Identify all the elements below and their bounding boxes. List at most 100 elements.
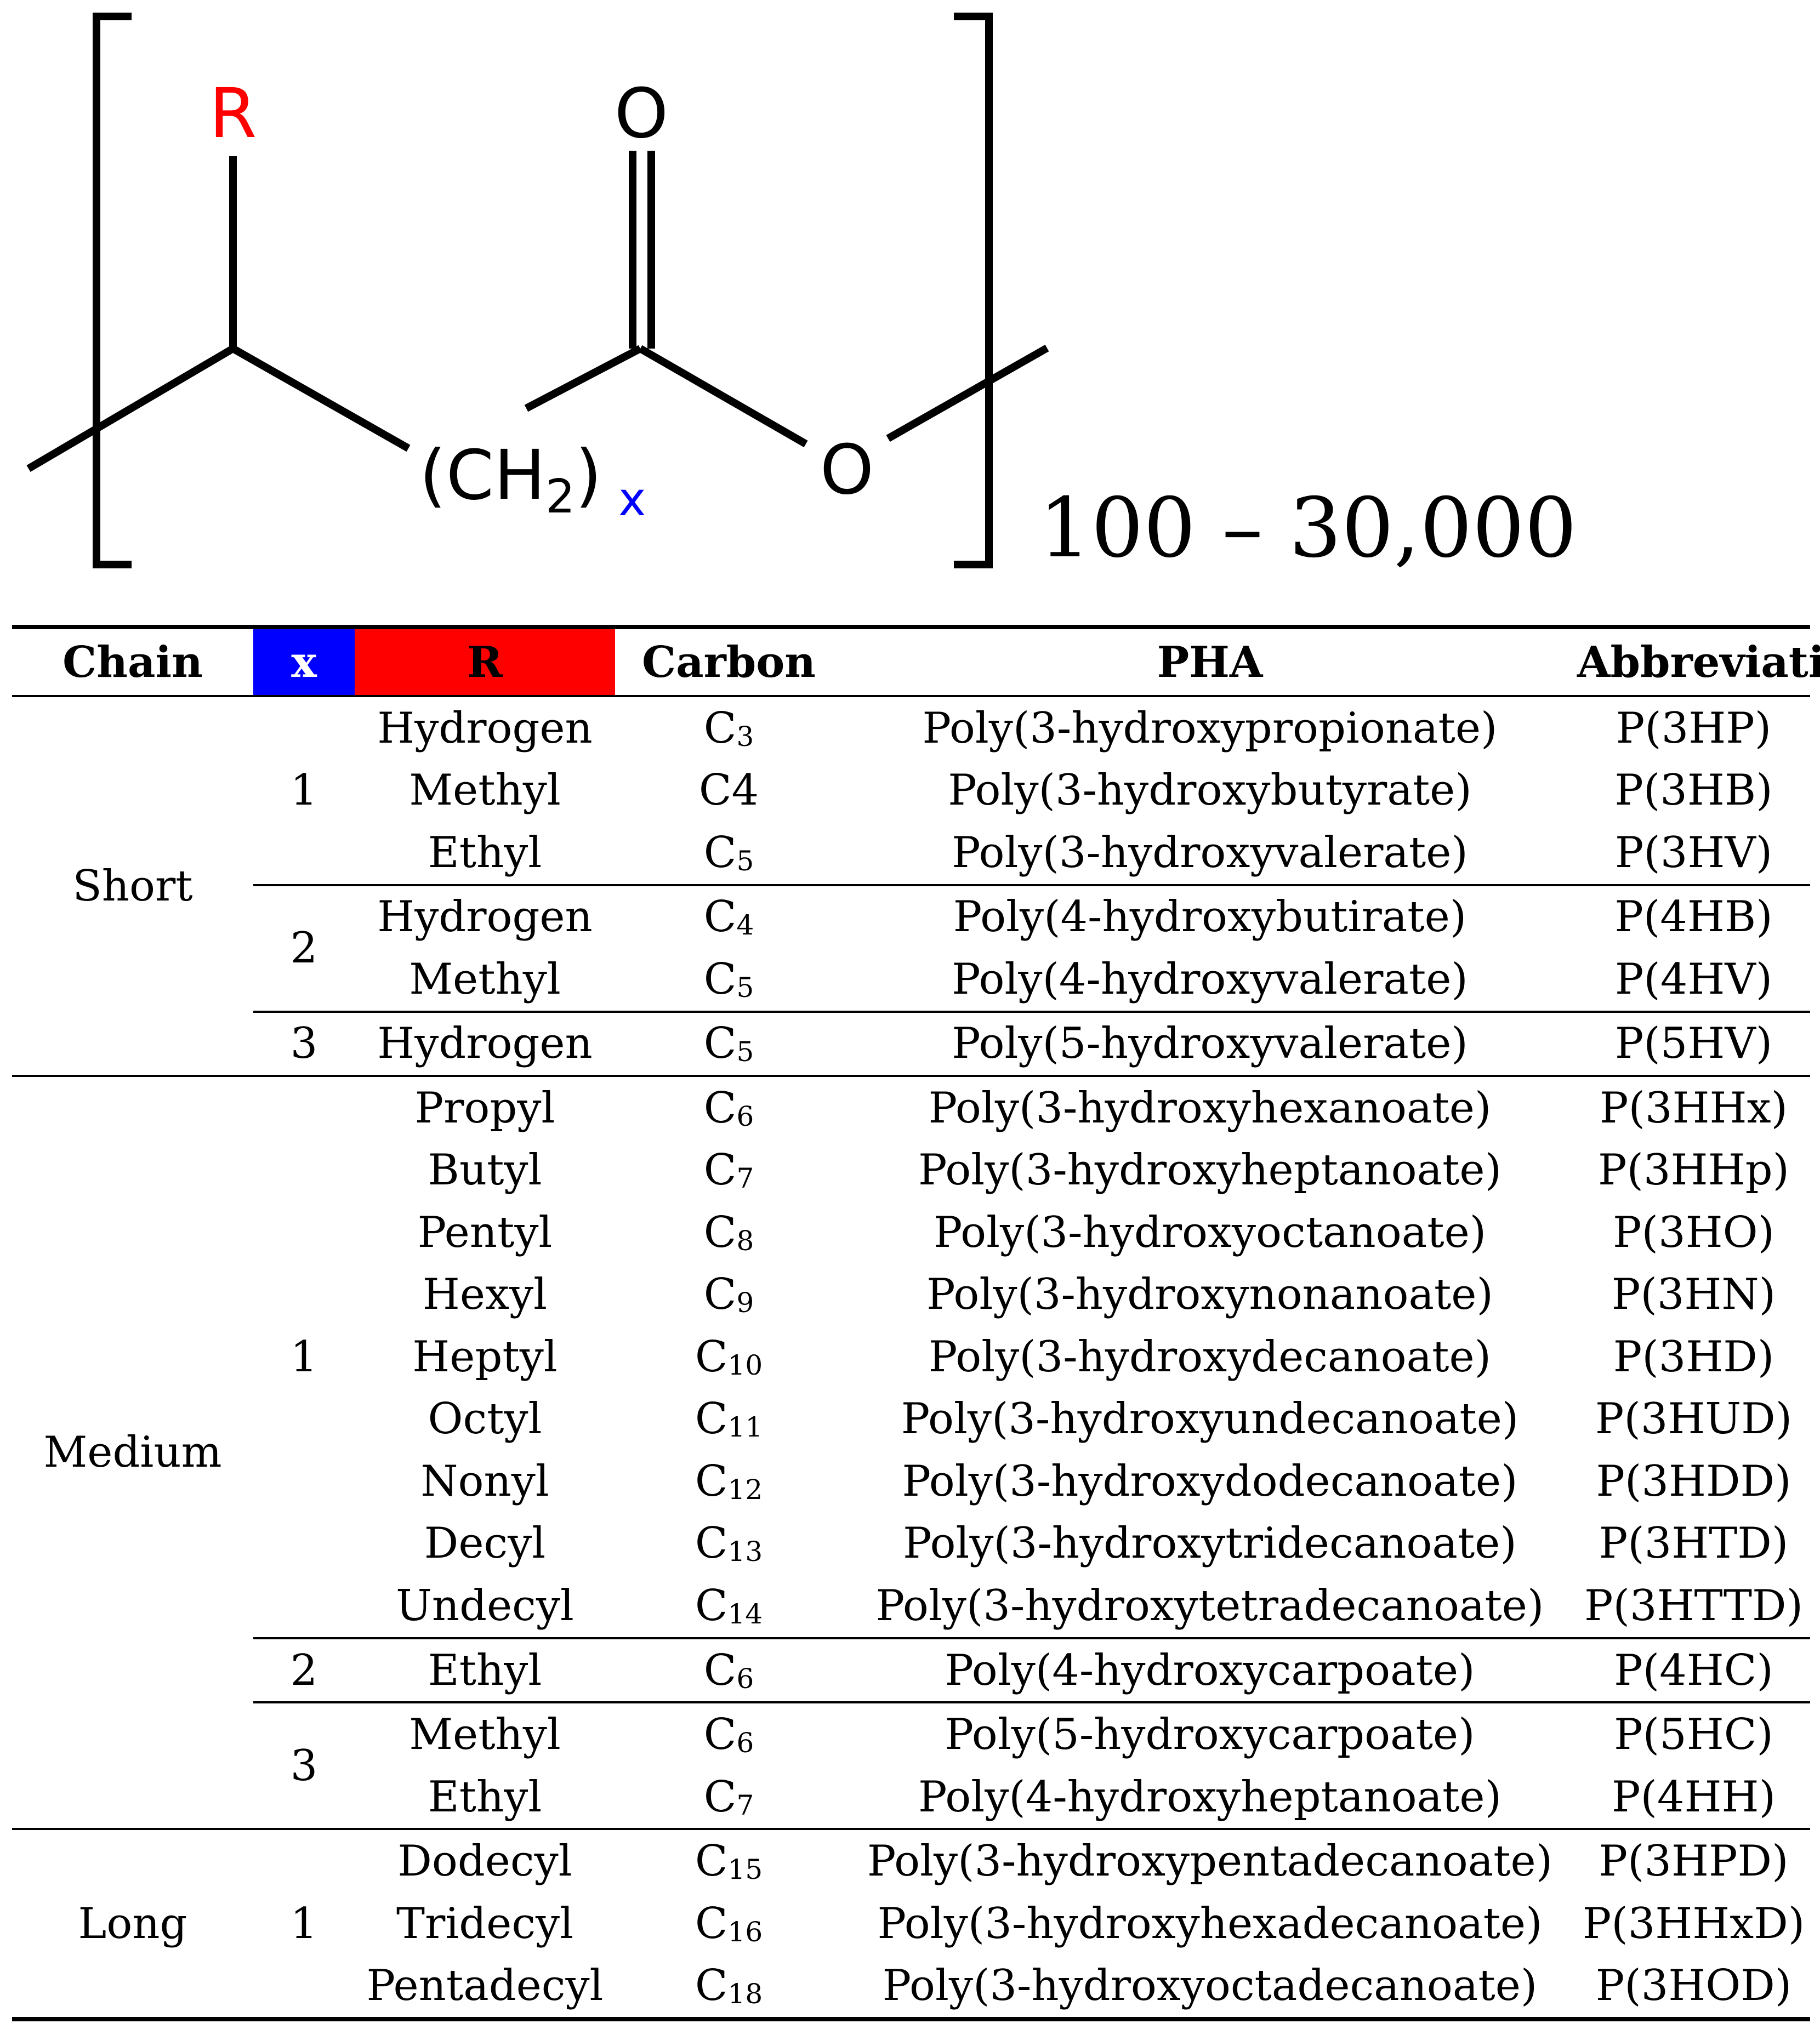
pha-cell: Poly(4-hydroxycarpoate) [843,1637,1577,1703]
table-row: Pentadecyl C18 Poly(3-hydroxyoctadecanoa… [12,1954,1810,2021]
carbon-cell: C16 [695,1899,763,1948]
abbreviation-cell: P(3HO) [1613,1207,1775,1257]
abbreviation-cell: P(3HB) [1614,766,1773,816]
header-pha: PHA [843,625,1577,697]
pha-cell: Poly(3-hydroxynonanoate) [926,1270,1493,1320]
pha-table: Chain x R Carbon PHA Abbreviation Short … [12,625,1820,2021]
r-cell: Methyl [409,954,561,1004]
abbreviation-cell: P(4HV) [1614,954,1773,1004]
ester-oxygen-label: O [820,430,874,510]
abbreviation-cell: P(4HB) [1577,884,1810,949]
table-row: Nonyl C12 Poly(3-hydroxydodecanoate) P(3… [12,1450,1810,1513]
abbreviation-cell: P(3HPD) [1577,1828,1810,1893]
abbreviation-cell: P(3HTTD) [1584,1581,1804,1631]
right-bracket [954,13,993,568]
table-row: Ethyl C5 Poly(3-hydroxyvalerate) P(3HV) [12,822,1810,885]
abbreviation-cell: P(3HTD) [1599,1519,1789,1569]
pha-cell: Poly(3-hydroxyhexanoate) [843,1075,1577,1139]
abbreviation-cell: P(3HHx) [1577,1075,1810,1139]
bond-left-terminal [26,345,235,472]
pha-cell: Poly(3-hydroxyhexadecanoate) [877,1899,1543,1948]
pha-cell: Poly(3-hydroxydecanoate) [928,1332,1492,1382]
table-row: 3 Methyl C6 Poly(5-hydroxycarpoate) P(5H… [12,1701,1810,1829]
r-cell: Pentyl [417,1207,553,1257]
left-bracket [93,13,132,568]
carbon-cell: C4 [615,884,843,949]
pha-cell: Poly(3-hydroxyvalerate) [952,828,1468,877]
pha-cell: Poly(3-hydroxypentadecanoate) [843,1828,1577,1893]
table-row: 2 Hydrogen C4 Poly(4-hydroxybutirate) P(… [12,884,1810,1012]
table-row: 2 Ethyl C6 Poly(4-hydroxycarpoate) P(4HC… [12,1637,1810,1703]
repeat-count-label: 100 – 30,000 [1039,481,1577,576]
bond-ch-ch2 [231,345,411,452]
pha-cell: Poly(3-hydroxyoctadecanoate) [843,1954,1577,2021]
abbreviation-cell: P(3HDD) [1596,1456,1791,1506]
carbon-cell: C4 [698,766,759,816]
r-cell: Undecyl [396,1581,574,1631]
carbon-cell: C13 [695,1519,763,1569]
carbon-cell: C5 [703,828,754,877]
chain-cell: Short [72,861,193,911]
r-cell: Butyl [428,1145,542,1195]
x-cell: 2 [253,884,355,1012]
carbon-cell: C9 [703,1270,754,1320]
carbon-cell: C6 [615,1637,843,1703]
r-cell: Ethyl [428,828,542,877]
r-cell: Hexyl [422,1270,548,1320]
r-cell: Hydrogen [355,1010,615,1076]
abbreviation-cell: P(3HHp) [1598,1145,1789,1195]
pha-cell: Poly(4-hydroxyvalerate) [952,954,1468,1004]
x-cell: 2 [253,1637,355,1703]
carbon-cell: C15 [615,1828,843,1893]
abbreviation-cell: P(3HP) [1616,703,1772,753]
r-cell: Propyl [355,1075,615,1139]
header-r: R [355,625,615,697]
bond-o-terminal [886,344,1049,442]
abbreviation-cell: P(4HH) [1611,1772,1776,1822]
table-row: Methyl C4 Poly(3-hydroxybutyrate) P(3HB) [12,760,1810,822]
abbreviation-cell: P(3HN) [1611,1270,1776,1320]
carbon-cell: C7 [703,1145,754,1195]
pha-cell: Poly(3-hydroxyoctanoate) [933,1207,1487,1257]
carbon-cell: C3 [703,703,754,753]
r-cell: Pentadecyl [355,1954,615,2021]
pha-cell: Poly(3-hydroxyheptanoate) [918,1145,1502,1195]
table-row: Pentyl C8 Poly(3-hydroxyoctanoate) P(3HO… [12,1201,1810,1264]
pha-cell: Poly(3-hydroxybutyrate) [948,766,1472,816]
header-abbreviation: Abbreviation [1577,625,1820,697]
table-row: Decyl C13 Poly(3-hydroxytridecanoate) P(… [12,1513,1810,1575]
chain-cell: Medium [12,1075,253,1829]
abbreviation-cell: P(4HC) [1577,1637,1810,1703]
table-row: Hexyl C9 Poly(3-hydroxynonanoate) P(3HN) [12,1264,1810,1326]
carbon-cell: C11 [695,1394,763,1444]
pha-cell: Poly(4-hydroxyheptanoate) [918,1772,1502,1822]
abbreviation-cell: P(5HV) [1577,1010,1810,1076]
r-cell: Ethyl [355,1637,615,1703]
x-subscript-label: x [618,472,646,527]
abbreviation-cell: P(3HOD) [1577,1954,1810,2021]
header-x: x [253,625,355,697]
bond-ch2-co [524,345,642,412]
x-cell: 3 [253,1701,355,1829]
carbon-cell: C8 [703,1207,754,1257]
carbon-cell: C18 [615,1954,843,2021]
pha-cell: Poly(5-hydroxycarpoate) [843,1701,1577,1766]
pha-cell: Poly(3-hydroxytridecanoate) [903,1519,1517,1569]
r-cell: Methyl [409,766,561,816]
pha-cell: Poly(3-hydroxytetradecanoate) [875,1581,1544,1631]
table-row: Ethyl C7 Poly(4-hydroxyheptanoate) P(4HH… [12,1766,1810,1829]
chain-cell: Long [12,1828,253,2021]
pha-cell: Poly(4-hydroxybutirate) [843,884,1577,949]
r-cell: Heptyl [412,1332,558,1382]
carbon-cell: C5 [703,954,754,1004]
abbreviation-cell: P(5HC) [1577,1701,1810,1766]
abbreviation-cell: P(3HV) [1614,828,1773,877]
table-header-row: Chain x R Carbon PHA Abbreviation [12,625,1820,697]
pha-cell: Poly(3-hydroxydodecanoate) [902,1456,1518,1506]
r-cell: Octyl [428,1394,542,1444]
carbon-cell: C5 [615,1010,843,1076]
abbreviation-cell: P(3HD) [1613,1332,1775,1382]
table-row: Tridecyl C16 Poly(3-hydroxyhexadecanoate… [12,1893,1810,1955]
abbreviation-cell: P(3HHxD) [1582,1899,1805,1948]
r-cell: Ethyl [428,1772,542,1822]
